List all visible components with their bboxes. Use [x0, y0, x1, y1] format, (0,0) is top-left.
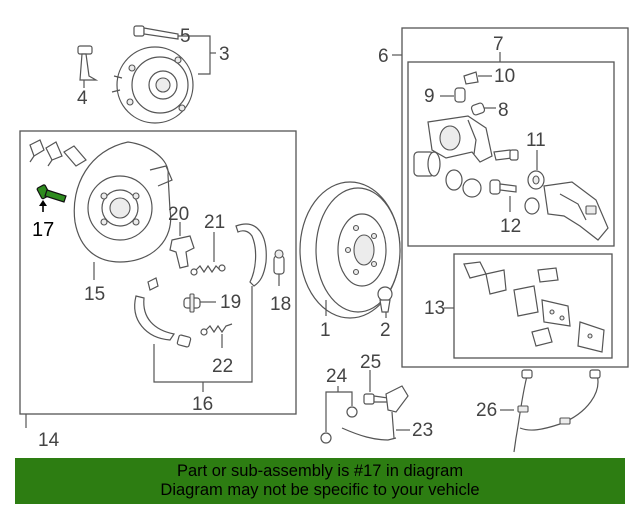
- brake-pad-kit-box: [453, 253, 613, 359]
- callout-14: 14: [38, 430, 60, 451]
- guide-pin-11[interactable]: [527, 170, 545, 190]
- brake-shoe-lower[interactable]: [134, 277, 175, 341]
- callout-15: 15: [84, 284, 105, 305]
- callout-23: 23: [412, 420, 433, 441]
- return-spring-22[interactable]: [200, 323, 233, 336]
- caliper-group-box: [401, 27, 629, 368]
- caliper-body[interactable]: [427, 115, 493, 163]
- piston-seal[interactable]: [413, 151, 482, 198]
- washer-24a[interactable]: [320, 432, 332, 444]
- callout-9: 9: [424, 86, 435, 107]
- brake-hose-23[interactable]: [341, 385, 409, 441]
- guide-pin-12[interactable]: [489, 179, 540, 215]
- callout-21: 21: [204, 212, 225, 233]
- brake-shoe-upper[interactable]: [235, 223, 267, 287]
- hub-bearing-assembly[interactable]: [111, 46, 194, 124]
- wheel-stud-4[interactable]: [77, 45, 99, 81]
- banner-line-1: Part or sub-assembly is #17 in diagram: [176, 462, 464, 480]
- disc-screw-2[interactable]: [377, 286, 393, 313]
- adjuster-spring-21[interactable]: [190, 264, 226, 276]
- callout-26: 26: [476, 400, 497, 421]
- caliper-assembly-box: [407, 61, 615, 247]
- parking-lever-20[interactable]: [169, 235, 195, 269]
- callout-18: 18: [270, 294, 291, 315]
- callout-4: 4: [77, 88, 88, 109]
- bleeder-screw-8[interactable]: [470, 102, 486, 116]
- callout-24: 24: [326, 366, 348, 387]
- callout-12: 12: [500, 216, 521, 237]
- hub-bolt-5[interactable]: [133, 25, 179, 40]
- fitment-notice-banner: Part or sub-assembly is #17 in diagram D…: [15, 458, 625, 504]
- callout-16: 16: [192, 394, 213, 415]
- parking-brake-group-box: [19, 130, 297, 415]
- banner-line-2: Diagram may not be specific to your vehi…: [160, 481, 480, 499]
- brake-pads-13[interactable]: [463, 261, 605, 353]
- bleeder-cap-10[interactable]: [463, 71, 479, 85]
- clip-parts[interactable]: [29, 139, 87, 167]
- guide-pin-upper[interactable]: [493, 149, 519, 161]
- washer-24b[interactable]: [346, 406, 358, 418]
- callout-5: 5: [180, 26, 191, 47]
- caliper-bracket[interactable]: [543, 181, 609, 241]
- callout-3: 3: [219, 44, 230, 65]
- wheel-speed-sensor-26[interactable]: [513, 369, 601, 453]
- callout-1: 1: [320, 320, 331, 341]
- callout-19: 19: [220, 292, 241, 313]
- spring-pin-18[interactable]: [273, 249, 285, 275]
- adjuster-19[interactable]: [183, 293, 201, 313]
- bolt-17-highlighted[interactable]: [36, 184, 67, 203]
- banjo-bolt-25[interactable]: [363, 393, 389, 405]
- callout-6: 6: [378, 46, 389, 67]
- callout-13: 13: [424, 298, 445, 319]
- callout-8: 8: [498, 100, 509, 121]
- backing-plate-15[interactable]: [73, 141, 173, 263]
- retainer-clip[interactable]: [176, 334, 192, 348]
- callout-22: 22: [212, 356, 233, 377]
- callout-11: 11: [526, 130, 546, 151]
- callout-20: 20: [168, 204, 189, 225]
- callout-2: 2: [380, 320, 391, 341]
- brake-disc-1[interactable]: [299, 181, 401, 319]
- callout-10: 10: [494, 66, 515, 87]
- guide-boot-9[interactable]: [454, 87, 466, 103]
- callout-7: 7: [493, 34, 504, 55]
- callout-25: 25: [360, 352, 381, 373]
- parts-diagram: 5 3 4 14 15 17 20: [19, 25, 629, 453]
- callout-17: 17: [32, 219, 54, 241]
